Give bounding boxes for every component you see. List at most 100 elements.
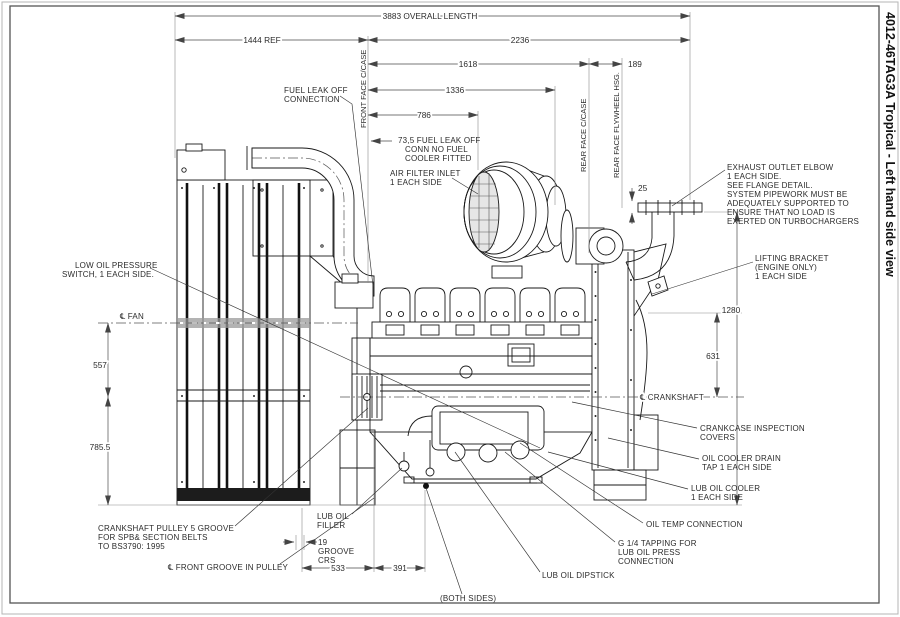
- svg-text:1 EACH SIDE: 1 EACH SIDE: [390, 178, 442, 187]
- dim-533: 533: [331, 563, 345, 573]
- callout-lifting-bracket: LIFTING BRACKET (ENGINE ONLY) 1 EACH SID…: [755, 254, 829, 281]
- svg-text:LIFTING BRACKET: LIFTING BRACKET: [755, 254, 829, 263]
- leader-both-sides: [425, 487, 463, 595]
- callout-lub-oil-cooler: LUB OIL COOLER 1 EACH SIDE: [691, 484, 760, 502]
- svg-text:EXHAUST OUTLET ELBOW: EXHAUST OUTLET ELBOW: [727, 163, 834, 172]
- svg-text:73,5 FUEL LEAK OFF: 73,5 FUEL LEAK OFF: [398, 136, 480, 145]
- callout-crank-pulley: CRANKSHAFT PULLEY 5 GROOVE FOR SPB& SECT…: [98, 524, 234, 551]
- oil-cooler: [407, 405, 545, 463]
- svg-text:CRANKSHAFT PULLEY 5 GROOVE: CRANKSHAFT PULLEY 5 GROOVE: [98, 524, 234, 533]
- svg-text:CONN NO FUEL: CONN NO FUEL: [405, 145, 468, 154]
- svg-text:SEE FLANGE DETAIL.: SEE FLANGE DETAIL.: [727, 181, 813, 190]
- leader-exhaust: [671, 169, 726, 207]
- dim-631: 631: [706, 351, 720, 361]
- dim-557: 557: [93, 360, 107, 370]
- leader-crank-pulley: [234, 407, 369, 527]
- svg-text:19: 19: [318, 538, 328, 547]
- title-block-text: 4012-46TAG3A Tropical - Left hand side v…: [883, 12, 897, 277]
- label-rear-face: REAR FACE C/CASE: [579, 99, 588, 172]
- leader-lines: [149, 95, 754, 595]
- svg-text:FILLER: FILLER: [317, 521, 345, 530]
- svg-text:LUB OIL COOLER: LUB OIL COOLER: [691, 484, 760, 493]
- dim-785-5: 785.5: [90, 442, 111, 452]
- svg-text:ADEQUATELY SUPPORTED TO: ADEQUATELY SUPPORTED TO: [727, 199, 849, 208]
- leader-crankcase-covers: [571, 401, 698, 429]
- svg-text:CRS: CRS: [318, 556, 336, 565]
- cylinder-heads: [379, 287, 586, 336]
- callout-low-oil-pressure: LOW OIL PRESSURE SWITCH, 1 EACH SIDE.: [62, 261, 157, 279]
- leader-fuel-leak: [339, 95, 374, 287]
- dimension-layer: 3883 OVERALL LENGTH 1444 REF 2236 1618 1…: [88, 9, 742, 575]
- oil-sump: [369, 431, 593, 489]
- callout-crankshaft-centerline: ℄ CRANKSHAFT: [640, 393, 704, 402]
- leader-dipstick: [454, 451, 541, 573]
- svg-text:TAP 1 EACH SIDE: TAP 1 EACH SIDE: [702, 463, 772, 472]
- svg-text:OIL COOLER DRAIN: OIL COOLER DRAIN: [702, 454, 781, 463]
- svg-text:SYSTEM PIPEWORK MUST BE: SYSTEM PIPEWORK MUST BE: [727, 190, 847, 199]
- leader-air-filter: [451, 177, 479, 195]
- svg-text:ENSURE THAT NO LOAD IS: ENSURE THAT NO LOAD IS: [727, 208, 835, 217]
- svg-text:G 1/4 TAPPING FOR: G 1/4 TAPPING FOR: [618, 539, 697, 548]
- dim-2236: 2236: [511, 35, 530, 45]
- callout-front-groove: ℄ FRONT GROOVE IN PULLEY: [168, 563, 288, 572]
- svg-text:CONNECTION: CONNECTION: [618, 557, 674, 566]
- svg-text:EXERTED ON TURBOCHARGERS: EXERTED ON TURBOCHARGERS: [727, 217, 859, 226]
- svg-text:TO BS3790: 1995: TO BS3790: 1995: [98, 542, 165, 551]
- leader-oil-temp: [519, 442, 644, 524]
- radiator: [176, 143, 311, 506]
- svg-text:1 EACH SIDE: 1 EACH SIDE: [755, 272, 807, 281]
- dim-391: 391: [393, 563, 407, 573]
- callout-crankcase-covers: CRANKCASE INSPECTION COVERS: [700, 424, 805, 442]
- leader-lifting-bracket: [651, 261, 754, 295]
- leader-low-oil-pressure: [149, 267, 541, 449]
- dim-19-groove-crs: 19 GROOVE CRS: [283, 535, 354, 565]
- callout-fuel-leak-dim: 73,5 FUEL LEAK OFF CONN NO FUEL COOLER F…: [398, 136, 480, 163]
- svg-text:(ENGINE ONLY): (ENGINE ONLY): [755, 263, 817, 272]
- dim-1336: 1336: [446, 85, 465, 95]
- svg-text:GROOVE: GROOVE: [318, 547, 354, 556]
- callout-lub-oil-filler: LUB OIL FILLER: [317, 512, 349, 530]
- callout-labels: FUEL LEAK OFF CONNECTION 73,5 FUEL LEAK …: [62, 86, 859, 603]
- leader-front-groove: [279, 497, 375, 565]
- dim-1618: 1618: [459, 59, 478, 69]
- callout-air-filter: AIR FILTER INLET 1 EACH SIDE: [390, 169, 461, 187]
- svg-text:AIR FILTER INLET: AIR FILTER INLET: [390, 169, 461, 178]
- svg-text:COOLER FITTED: COOLER FITTED: [405, 154, 472, 163]
- svg-text:FOR SPB& SECTION BELTS: FOR SPB& SECTION BELTS: [98, 533, 208, 542]
- dim-1444-ref: 1444 REF: [243, 35, 280, 45]
- flywheel-housing: [591, 243, 669, 501]
- callout-dipstick: LUB OIL DIPSTICK: [542, 571, 615, 580]
- svg-text:SWITCH, 1 EACH SIDE.: SWITCH, 1 EACH SIDE.: [62, 270, 154, 279]
- leader-lub-oil-filler: [351, 467, 403, 515]
- svg-text:LOW OIL PRESSURE: LOW OIL PRESSURE: [75, 261, 157, 270]
- callout-oil-cooler-drain: OIL COOLER DRAIN TAP 1 EACH SIDE: [702, 454, 781, 472]
- dim-189: 189: [628, 59, 642, 69]
- centerline-layer: [98, 322, 744, 398]
- callout-exhaust: EXHAUST OUTLET ELBOW 1 EACH SIDE. SEE FL…: [727, 163, 859, 226]
- callout-fuel-leak: FUEL LEAK OFF CONNECTION: [284, 86, 348, 104]
- engine-drawing: [176, 143, 703, 506]
- svg-text:COVERS: COVERS: [700, 433, 735, 442]
- callout-both-sides: (BOTH SIDES): [440, 594, 496, 603]
- svg-text:1 EACH SIDE: 1 EACH SIDE: [691, 493, 743, 502]
- svg-text:LUB OIL PRESS: LUB OIL PRESS: [618, 548, 680, 557]
- dim-1280: 1280: [722, 305, 741, 315]
- dim-25: 25: [638, 183, 648, 193]
- label-rear-flywheel: REAR FACE FLYWHEEL HSG.: [612, 72, 621, 178]
- svg-text:LUB OIL: LUB OIL: [317, 512, 349, 521]
- label-front-face: FRONT FACE C/CASE: [359, 50, 368, 128]
- air-cleaner: [463, 161, 567, 279]
- leader-lub-oil-cooler: [547, 451, 689, 490]
- dim-786: 786: [417, 110, 431, 120]
- svg-text:CRANKCASE INSPECTION: CRANKCASE INSPECTION: [700, 424, 805, 433]
- dim-overall-length: 3883 OVERALL LENGTH: [383, 11, 478, 21]
- callout-g14-tapping: G 1/4 TAPPING FOR LUB OIL PRESS CONNECTI…: [618, 539, 697, 566]
- svg-text:FUEL LEAK OFF: FUEL LEAK OFF: [284, 86, 348, 95]
- lifting-bracket: [647, 275, 669, 297]
- callout-oil-temp: OIL TEMP CONNECTION: [646, 520, 743, 529]
- svg-text:CONNECTION: CONNECTION: [284, 95, 340, 104]
- svg-text:1 EACH SIDE.: 1 EACH SIDE.: [727, 172, 781, 181]
- callout-fan-centerline: ℄ FAN: [120, 312, 144, 321]
